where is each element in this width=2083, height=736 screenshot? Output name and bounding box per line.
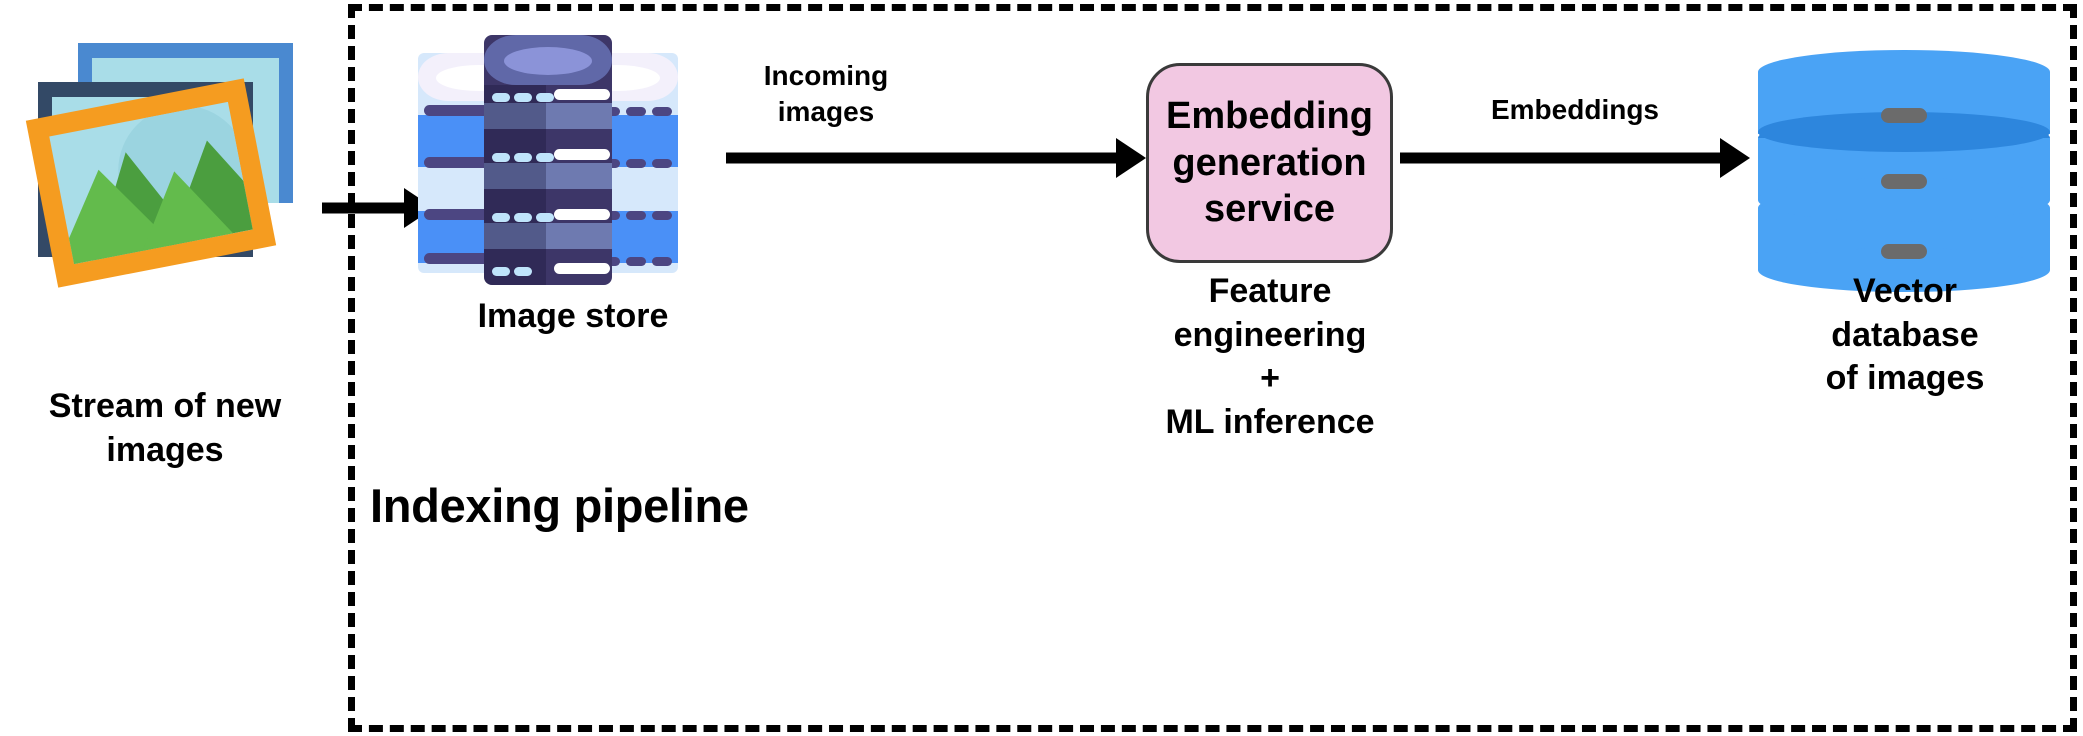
arrow-store-to-service xyxy=(726,138,1146,178)
stream-of-new-images-caption: Stream of new images xyxy=(48,387,282,469)
edge-label-incoming-images: Incoming images xyxy=(763,60,889,128)
database-cylinders-icon xyxy=(418,35,728,285)
embedding-service-caption: Feature engineering + ML inference xyxy=(1165,272,1375,441)
db-cylinder-center xyxy=(484,35,612,285)
indexing-pipeline-boundary xyxy=(348,4,2077,732)
image-stack-icon xyxy=(18,30,318,288)
arrow-service-to-vectordb xyxy=(1400,138,1750,178)
vector-database-caption: Vector database of images xyxy=(1825,272,1985,398)
vector-db-layer-top xyxy=(1758,50,2050,152)
embedding-generation-service-box[interactable]: Embedding generation service xyxy=(1146,63,1393,263)
vector-database-icon xyxy=(1758,48,2050,292)
edge-label-embeddings: Embeddings xyxy=(1490,94,1659,125)
indexing-pipeline-title: Indexing pipeline xyxy=(370,479,749,532)
image-store-caption: Image store xyxy=(477,297,669,335)
